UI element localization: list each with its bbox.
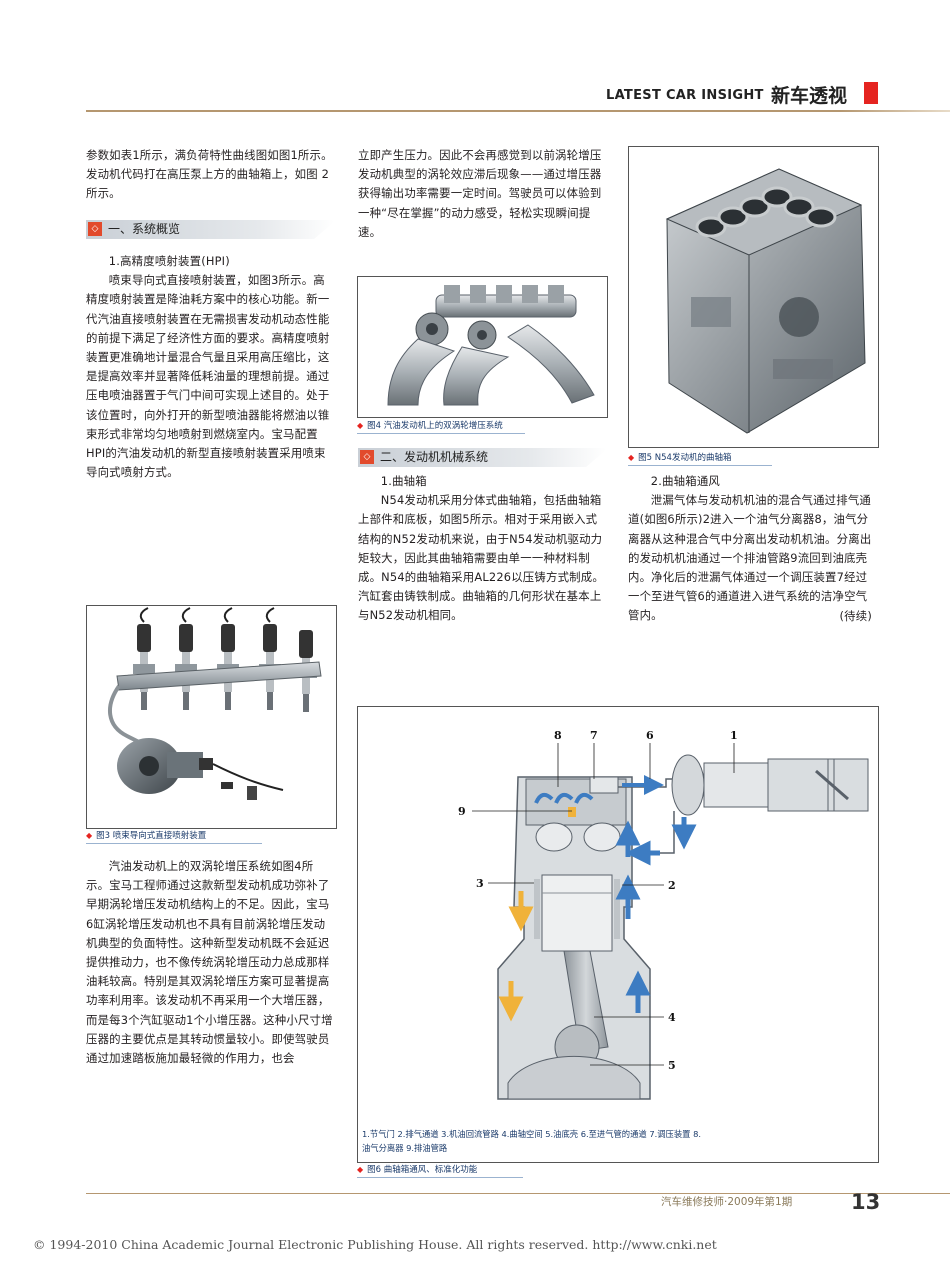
col2-body: 1.曲轴箱 N54发动机采用分体式曲轴箱，包括曲轴箱上部件和底板，如图5所示。相… xyxy=(358,472,608,626)
figure-6-caption: ◆图6 曲轴箱通风、标准化功能 xyxy=(357,1164,523,1178)
figure-5-caption: ◆图5 N54发动机的曲轴箱 xyxy=(628,452,772,466)
caption-bullet: ◆ xyxy=(86,831,93,840)
label-6: 6 xyxy=(646,729,654,742)
col1-p2: 汽油发动机上的双涡轮增压系统如图4所示。宝马工程师通过这款新型发动机成功弥补了早… xyxy=(86,859,333,1066)
figure-4-caption-text: 图4 汽油发动机上的双涡轮增压系统 xyxy=(367,421,503,431)
label-2: 2 xyxy=(668,879,676,892)
connecting-rod xyxy=(563,950,609,1052)
fuel-rail xyxy=(116,661,322,691)
caption-bullet: ◆ xyxy=(357,421,364,430)
col3-body: 2.曲轴箱通风 泄漏气体与发动机机油的混合气通过排气通道(如图6所示)2进入一个… xyxy=(628,472,878,626)
downpipe-3 xyxy=(507,324,595,404)
label-3: 3 xyxy=(476,877,484,890)
crankcase-ventilation-diagram: 8 7 6 1 9 3 2 4 5 xyxy=(458,729,869,1100)
col2-p0: 立即产生压力。因此不会再感觉到以前涡轮增压发动机典型的涡轮效应滞后现象——通过增… xyxy=(358,148,602,239)
col1-sub1: 1.高精度喷射装置(HPI) xyxy=(108,254,230,268)
throttle-body xyxy=(767,758,869,812)
header-accent-block xyxy=(864,82,878,104)
figure-6-box: 8 7 6 1 9 3 2 4 5 1.节气门 2.排气通道 3.机油回流管路 … xyxy=(357,706,879,1163)
legend-line-1: 1.节气门 2.排气通道 3.机油回流管路 4.曲轴空间 5.油底壳 6.至进气… xyxy=(362,1129,701,1139)
page-number: 13 xyxy=(851,1190,881,1214)
section-2-heading: ◇ 二、发动机机械系统 xyxy=(358,448,608,467)
copyright-notice: © 1994-2010 China Academic Journal Elect… xyxy=(33,1237,717,1252)
fuel-injection-illustration xyxy=(107,607,322,800)
label-7: 7 xyxy=(590,729,598,742)
figure-5-box xyxy=(628,146,879,448)
col1-body: 1.高精度喷射装置(HPI) 喷束导向式直接喷射装置，如图3所示。高精度喷射装置… xyxy=(86,252,336,482)
col2-sub2: 1.曲轴箱 xyxy=(380,474,427,488)
figure-3-caption-text: 图3 喷束导向式直接喷射装置 xyxy=(96,831,207,841)
section-corner xyxy=(314,220,336,239)
header-rule xyxy=(86,110,950,112)
caption-bullet: ◆ xyxy=(628,453,635,462)
label-5: 5 xyxy=(668,1059,676,1072)
label-9: 9 xyxy=(458,805,466,818)
high-pressure-pump xyxy=(117,738,213,794)
downpipe-1 xyxy=(387,338,456,406)
header-en-title: LATEST CAR INSIGHT xyxy=(606,88,764,103)
col1-body-2: 汽油发动机上的双涡轮增压系统如图4所示。宝马工程师通过这款新型发动机成功弥补了早… xyxy=(86,857,336,1068)
col2-p1: N54发动机采用分体式曲轴箱，包括曲轴箱上部件和底板，如图5所示。相对于采用嵌入… xyxy=(358,493,604,623)
section-icon: ◇ xyxy=(88,222,102,236)
section-1-heading: ◇ 一、系统概览 xyxy=(86,220,336,239)
figure-3-box xyxy=(86,605,337,829)
to-be-continued: (待续) xyxy=(839,608,872,623)
figure-6-caption-text: 图6 曲轴箱通风、标准化功能 xyxy=(367,1165,478,1175)
figure-5-caption-text: 图5 N54发动机的曲轴箱 xyxy=(638,453,732,463)
journal-name: 汽车维修技师·2009年第1期 xyxy=(661,1196,793,1208)
twin-turbo-illustration xyxy=(387,285,595,406)
col1-intro: 参数如表1所示，满负荷特性曲线图如图1所示。发动机代码打在高压泵上方的曲轴箱上，… xyxy=(86,146,336,204)
col3-sub3: 2.曲轴箱通风 xyxy=(650,474,721,488)
oil-sump xyxy=(507,1055,641,1100)
cylinder-bores xyxy=(695,186,837,238)
col2-intro: 立即产生压力。因此不会再感觉到以前涡轮增压发动机典型的涡轮效应滞后现象——通过增… xyxy=(358,146,608,242)
section-2-title: 二、发动机机械系统 xyxy=(380,450,489,464)
pressure-regulator xyxy=(589,776,619,794)
downpipe-2 xyxy=(443,346,510,406)
figure-4-caption: ◆图4 汽油发动机上的双涡轮增压系统 xyxy=(357,420,525,434)
throttle-valve xyxy=(815,769,849,801)
label-4: 4 xyxy=(668,1011,676,1024)
crankcase-illustration xyxy=(665,168,866,434)
figure-3-caption: ◆图3 喷束导向式直接喷射装置 xyxy=(86,830,262,844)
fuel-line xyxy=(107,684,148,748)
section-corner xyxy=(586,448,608,467)
header-cn-title: 新车透视 xyxy=(771,85,848,107)
label-8: 8 xyxy=(554,729,562,742)
section-1-title: 一、系统概览 xyxy=(108,222,181,236)
figure-4-box xyxy=(357,276,608,418)
col3-p1: 泄漏气体与发动机机油的混合气通过排气通道(如图6所示)2进入一个油气分离器8，油… xyxy=(628,493,872,623)
col1-p1: 喷束导向式直接喷射装置，如图3所示。高精度喷射装置是降油耗方案中的核心功能。新一… xyxy=(86,273,330,480)
figure-6-legend: 1.节气门 2.排气通道 3.机油回流管路 4.曲轴空间 5.油底壳 6.至进气… xyxy=(362,1127,874,1155)
col1-p0: 参数如表1所示，满负荷特性曲线图如图1所示。发动机代码打在高压泵上方的曲轴箱上，… xyxy=(86,148,333,201)
legend-line-2: 油气分离器 9.排油管路 xyxy=(362,1143,448,1153)
caption-bullet: ◆ xyxy=(357,1165,364,1174)
label-1: 1 xyxy=(730,729,738,742)
piston xyxy=(541,874,613,952)
header-rule-fade xyxy=(840,110,950,112)
exhaust-manifolds xyxy=(435,285,577,318)
footer-rule xyxy=(86,1193,950,1194)
section-icon: ◇ xyxy=(360,450,374,464)
intake-housing xyxy=(671,754,705,816)
injectors xyxy=(133,607,317,712)
